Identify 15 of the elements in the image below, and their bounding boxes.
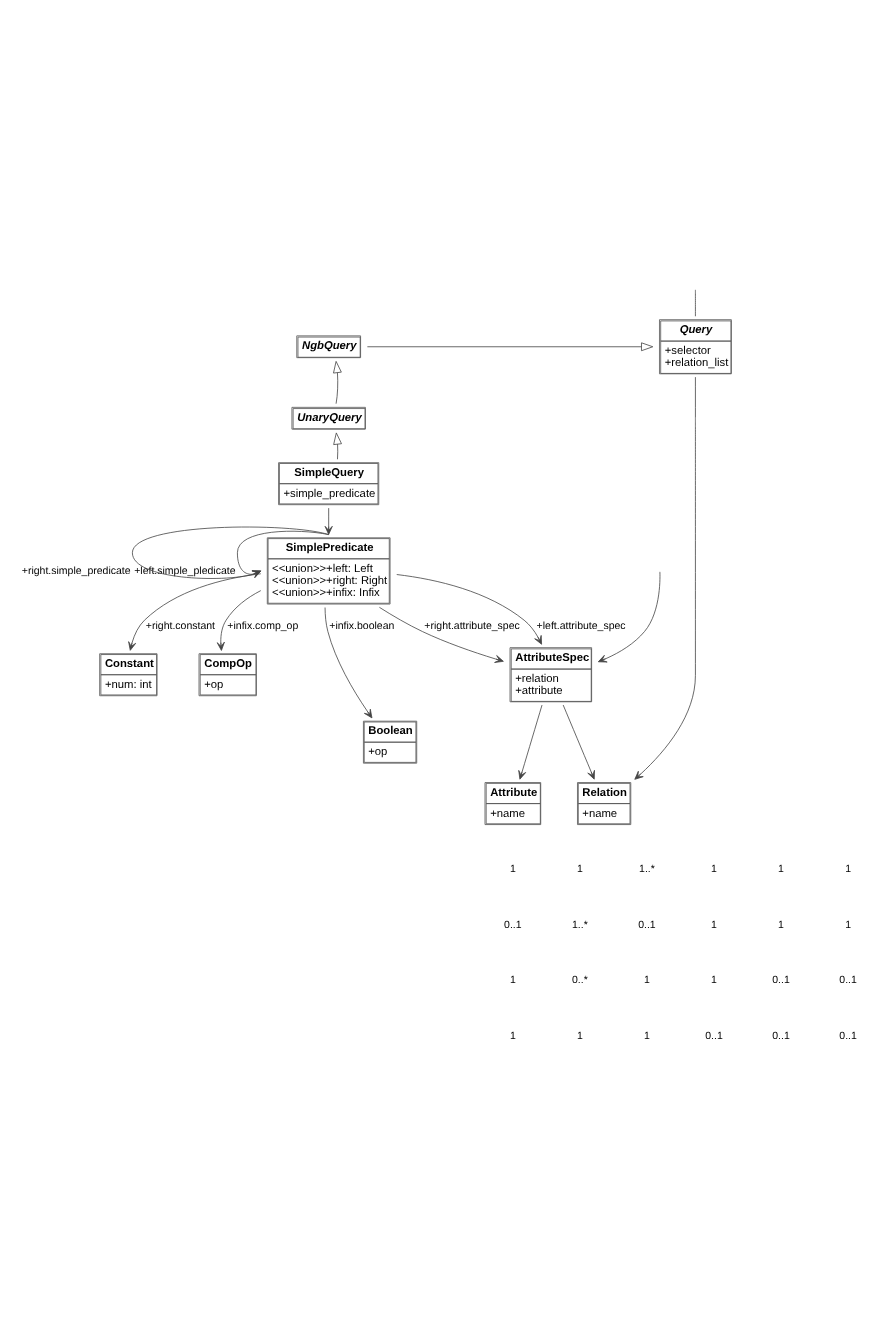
arrow <box>379 606 504 663</box>
connector <box>695 289 696 317</box>
arrow <box>216 590 262 651</box>
arrow <box>131 526 330 579</box>
arrow <box>333 432 342 460</box>
arrow <box>333 360 342 405</box>
arrow <box>128 573 262 651</box>
arrow <box>518 704 543 780</box>
arrow <box>237 530 330 578</box>
arrow <box>324 507 333 535</box>
arrow <box>634 376 696 780</box>
arrow <box>396 574 542 645</box>
arrow <box>324 607 373 719</box>
arrow <box>366 342 654 352</box>
arrow <box>562 704 595 780</box>
